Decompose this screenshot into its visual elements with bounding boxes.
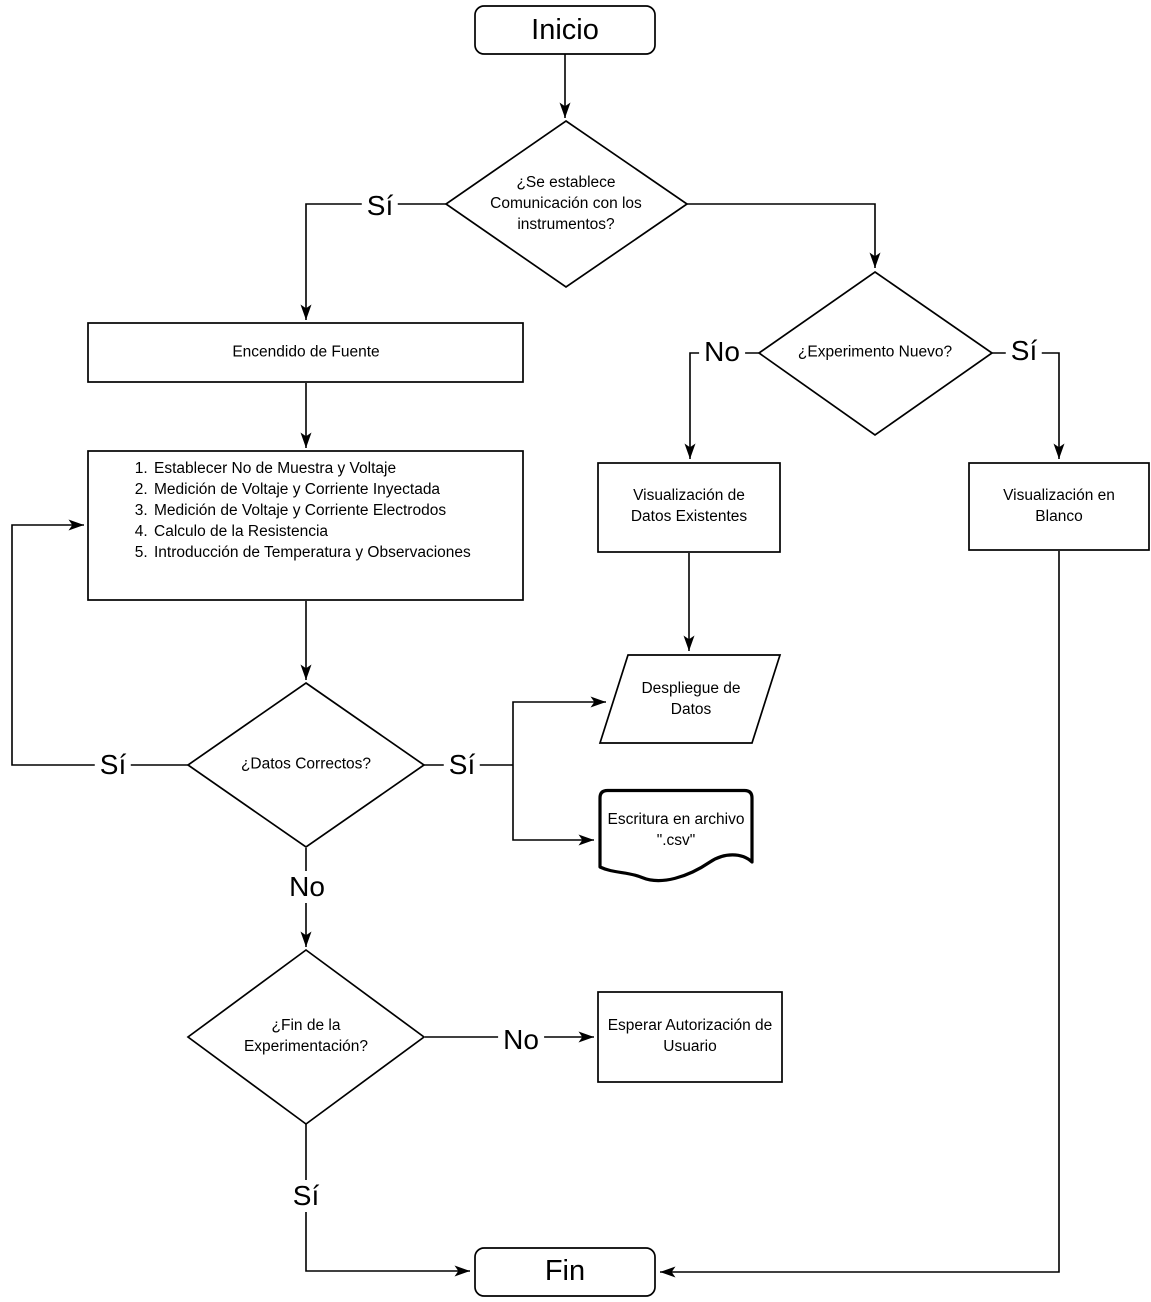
node-escritura-label: Escritura en archivo ".csv": [607, 811, 745, 849]
step-item: Calculo de la Resistencia: [152, 521, 523, 542]
node-esperar-label: Esperar Autorización de Usuario: [607, 1017, 773, 1055]
edge-label-finexp-no: No: [498, 1024, 544, 1056]
node-inicio-shape: [474, 5, 656, 55]
node-despliegue-label: Despliegue de Datos: [641, 680, 741, 718]
edge-comunicacion-si-encendido: [300, 203, 446, 320]
edge-datos-si-escritura: [512, 765, 594, 846]
node-visualizacion-datos-label: Visualización de Datos Existentes: [630, 487, 748, 525]
edge-experimento-no-visdatos: [684, 352, 759, 459]
edge-label-experimento-si: Sí: [1005, 335, 1043, 367]
node-escritura-shape: [598, 788, 754, 883]
step-item: Medición de Voltaje y Corriente Inyectad…: [152, 479, 523, 500]
node-fin-label: Fin: [544, 1255, 586, 1288]
node-esperar-shape: [597, 991, 783, 1083]
edge-label-comunicacion-si: Sí: [361, 190, 399, 222]
node-experimento-nuevo-label: ¿Experimento Nuevo?: [797, 343, 953, 361]
edge-experimento-si-visblanco: [992, 352, 1065, 459]
step-item: Introducción de Temperatura y Observacio…: [152, 542, 523, 563]
step-item: Establecer No de Muestra y Voltaje: [152, 458, 523, 479]
edge-finexp-si-fin: [305, 1124, 470, 1277]
node-encendido-shape: [87, 322, 524, 383]
node-visualizacion-datos-shape: [597, 462, 781, 553]
edge-label-finexp-si: Sí: [287, 1180, 325, 1212]
node-encendido-label: Encendido de Fuente: [232, 343, 380, 361]
node-experimento-nuevo-shape: [757, 270, 994, 437]
node-comunicacion-shape: [444, 119, 689, 289]
node-fin-shape: [474, 1247, 656, 1297]
edge-visblanco-fin: [660, 551, 1060, 1278]
edge-comunicacion-experimento: [687, 203, 881, 268]
pasos-ordered-list: Establecer No de Muestra y Voltaje Medic…: [88, 458, 523, 563]
step-item: Medición de Voltaje y Corriente Electrod…: [152, 500, 523, 521]
edge-label-experimento-no: No: [699, 336, 745, 368]
node-despliegue-shape: [598, 654, 782, 744]
node-pasos-shape: [87, 450, 524, 601]
node-datos-correctos-label: ¿Datos Correctos?: [240, 755, 372, 773]
node-fin-experimentacion-label: ¿Fin de la Experimentación?: [243, 1017, 369, 1055]
node-fin-experimentacion-shape: [186, 948, 426, 1126]
edge-label-datos-no: No: [284, 871, 330, 903]
edge-datos-si-despliegue: [512, 696, 606, 765]
edge-label-datos-si-izq: Sí: [94, 749, 132, 781]
node-visualizacion-blanco-label: Visualización en Blanco: [1003, 487, 1115, 525]
edge-label-datos-si-der: Sí: [443, 749, 481, 781]
node-visualizacion-blanco-shape: [968, 462, 1150, 551]
node-pasos-list: Establecer No de Muestra y Voltaje Medic…: [88, 451, 523, 600]
node-inicio-label: Inicio: [531, 14, 599, 47]
node-comunicacion-label: ¿Se establece Comunicación con los instr…: [490, 173, 642, 233]
node-datos-correctos-shape: [186, 681, 426, 849]
